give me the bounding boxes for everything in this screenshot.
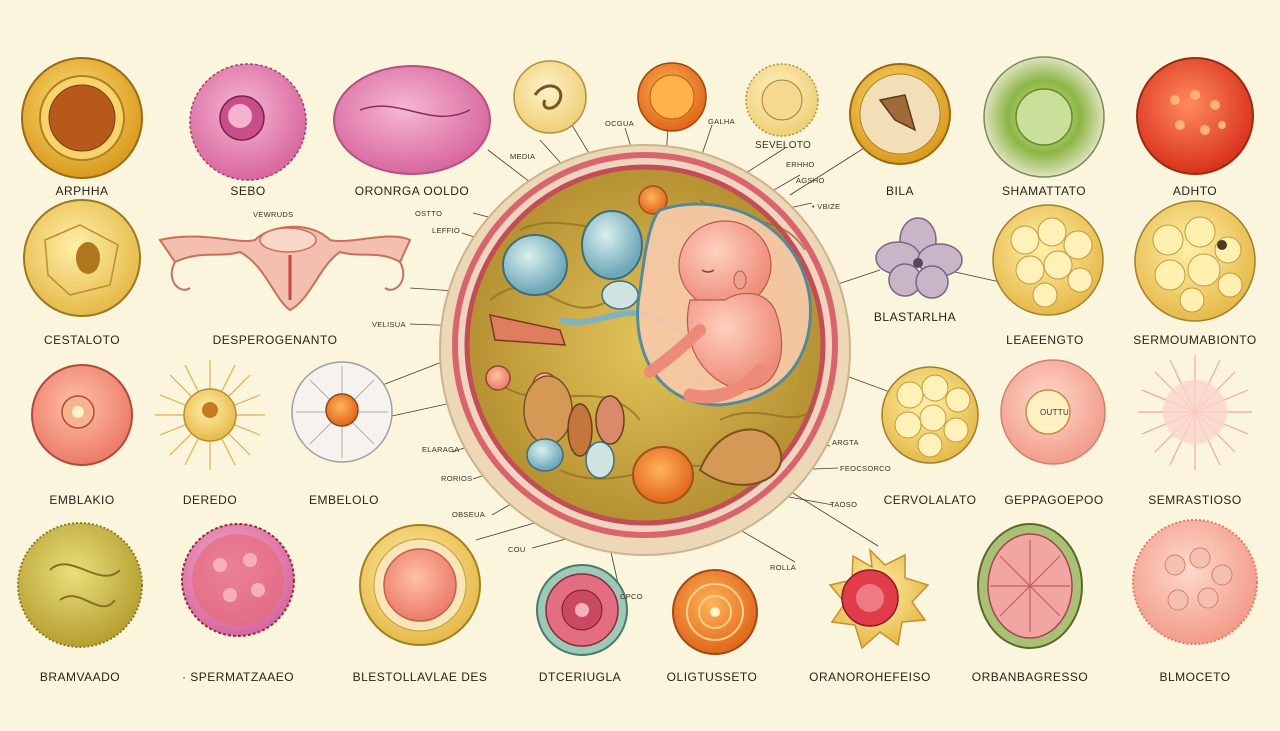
callout-rolla: ROLLA — [770, 563, 797, 572]
cell-r1c3 — [333, 65, 491, 175]
label-r1c4: BILA — [885, 184, 915, 198]
callout-agsho: AGSHO — [796, 176, 825, 185]
callout-seveloto: SEVELOTO — [755, 140, 812, 151]
callout-media: MEDIA — [510, 152, 536, 161]
callout-oultu: OUTTU — [1040, 408, 1070, 417]
label-r1c2: SEBO — [230, 184, 266, 198]
cell-r4c4 — [536, 564, 628, 656]
cell-r1c3b — [513, 60, 587, 134]
cell-r4c7 — [977, 523, 1083, 649]
fetus — [644, 220, 783, 404]
callout-ostto: OSTTO — [415, 209, 443, 218]
label-r2c4: BLASTARLHA — [873, 310, 957, 324]
cell-r1c3d — [745, 63, 819, 137]
cell-r2c6 — [1134, 200, 1256, 322]
cell-r4c3 — [359, 524, 481, 646]
label-r4c6: ORANOROHEFEISO — [809, 670, 931, 684]
cell-r3c2 — [155, 360, 265, 470]
cell-r4c1 — [17, 522, 143, 648]
callout-cou: COU — [508, 545, 526, 554]
cell-r2c4 — [875, 217, 963, 299]
label-r3c5: GEPPAGOEPOO — [1004, 493, 1104, 507]
cell-r1c6 — [1136, 57, 1254, 175]
label-r3c4: CERVOLALATO — [883, 493, 977, 507]
central-uterus-disc — [439, 144, 851, 556]
cell-r1c5 — [983, 56, 1105, 178]
cell-r1c2 — [189, 63, 307, 181]
label-r3c6: SEMRASTIOSO — [1148, 493, 1242, 507]
callout-ocgua: OCGUA — [605, 119, 635, 128]
label-r2c5: LEAEENGTO — [1006, 333, 1084, 347]
label-r3c1: EMBLAKIO — [49, 493, 115, 507]
label-r2c2: DESPEROGENANTO — [212, 333, 338, 347]
label-r1c6: ADHTO — [1172, 184, 1218, 198]
cell-r1c3c — [637, 62, 707, 132]
callout-vbize: • VBIZE — [812, 202, 841, 211]
label-r1c5: SHAMATTATO — [1001, 184, 1087, 198]
label-r2c6: SERMOUMABIONTO — [1133, 333, 1257, 347]
label-r4c7: ORBANBAGRESSO — [971, 670, 1089, 684]
label-r4c4: DTCERIUGLA — [538, 670, 622, 684]
cell-r3c4 — [881, 366, 979, 464]
label-r4c3: BLESTOLLAVLAE DES — [352, 670, 488, 684]
cell-r2c1 — [23, 199, 141, 317]
callout-obseua: OBSEUA — [452, 510, 486, 519]
cell-r3c5 — [1000, 359, 1106, 465]
callout-elaraga: ELARAGA — [422, 445, 460, 454]
cell-r3c3 — [291, 361, 393, 463]
label-r4c8: BLMOCETO — [1159, 670, 1231, 684]
label-r3c3: EMBELOLO — [308, 493, 380, 507]
cell-r3c1 — [31, 364, 133, 466]
callout-feocsorco: FEOCSORCO — [840, 464, 892, 473]
cell-r4c2 — [181, 523, 295, 637]
callout-erhho: ERHHO — [786, 160, 815, 169]
callout-vemruds: VEWRUDS — [253, 210, 294, 219]
callout-galha: GALHA — [708, 117, 735, 126]
cell-r1c4 — [849, 63, 951, 165]
callout-leffio: LEFFIO — [432, 226, 461, 235]
callout-argta: ARGTA — [832, 438, 859, 447]
cell-r4c6 — [828, 547, 930, 650]
label-r1c1: ARPHHA — [55, 184, 109, 198]
cell-r4c5 — [672, 569, 758, 655]
label-r4c2: · SPERMATZAAEO — [181, 670, 295, 684]
cell-r3c6 — [1138, 355, 1252, 470]
label-r4c1: BRAMVAADO — [39, 670, 121, 684]
callout-taoso: TAOSO — [830, 500, 858, 509]
callout-cpco: CPCO — [620, 592, 643, 601]
callout-rorios: RORIOS — [441, 474, 473, 483]
label-r2c1: CESTALOTO — [43, 333, 121, 347]
label-r3c2: DEREDO — [182, 493, 238, 507]
callout-veusua: VELISUA — [372, 320, 406, 329]
cell-r1c1 — [21, 57, 143, 179]
cell-r2c5 — [992, 204, 1104, 316]
label-r4c5: OLIGTUSSETO — [666, 670, 758, 684]
label-r1c3: ORONRGA OOLDO — [354, 184, 470, 198]
cell-r4c8 — [1132, 519, 1258, 645]
uterus-illustration — [158, 225, 412, 312]
